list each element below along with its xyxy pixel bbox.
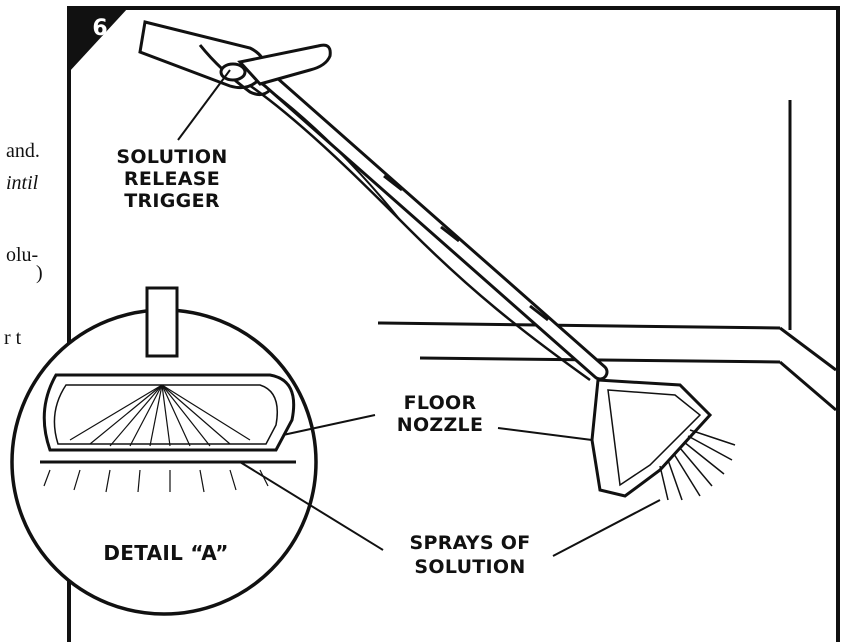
body-text-fragment-4: ) <box>36 262 43 284</box>
detail-nozzle <box>40 286 296 464</box>
body-text-fragment-3: olu- <box>6 244 39 266</box>
handle-grip <box>138 20 332 97</box>
nozzle-label-line-1: FLOOR <box>403 392 477 414</box>
label-floor-nozzle: FLOOR NOZZLE <box>380 392 500 436</box>
nozzle-label-line-2: NOZZLE <box>396 414 484 436</box>
detail-spray <box>43 384 269 493</box>
body-text-fragment-1: and. <box>6 140 40 162</box>
figure-frame <box>67 6 840 642</box>
leader-lines <box>177 69 661 557</box>
label-sprays-of-solution: SPRAYS OF SOLUTION <box>390 531 550 579</box>
step-badge <box>69 8 128 72</box>
nozzle-spray <box>659 429 736 501</box>
trigger-label-line-2: RELEASE <box>123 168 221 190</box>
label-solution-release-trigger: SOLUTION RELEASE TRIGGER <box>102 146 242 212</box>
sprays-label-line-1: SPRAYS OF <box>409 532 531 554</box>
body-text-fragment-2: intil <box>6 172 39 194</box>
label-detail-a: DETAIL “A” <box>103 541 229 565</box>
sprays-label-line-2: SOLUTION <box>414 556 526 578</box>
step-number: 6 <box>92 16 108 41</box>
body-text-fragment-5: r t <box>4 327 22 349</box>
trigger-label-line-1: SOLUTION <box>116 146 228 168</box>
floor-nozzle <box>590 378 713 498</box>
room-lines <box>377 100 837 412</box>
trigger-label-line-3: TRIGGER <box>124 190 220 212</box>
